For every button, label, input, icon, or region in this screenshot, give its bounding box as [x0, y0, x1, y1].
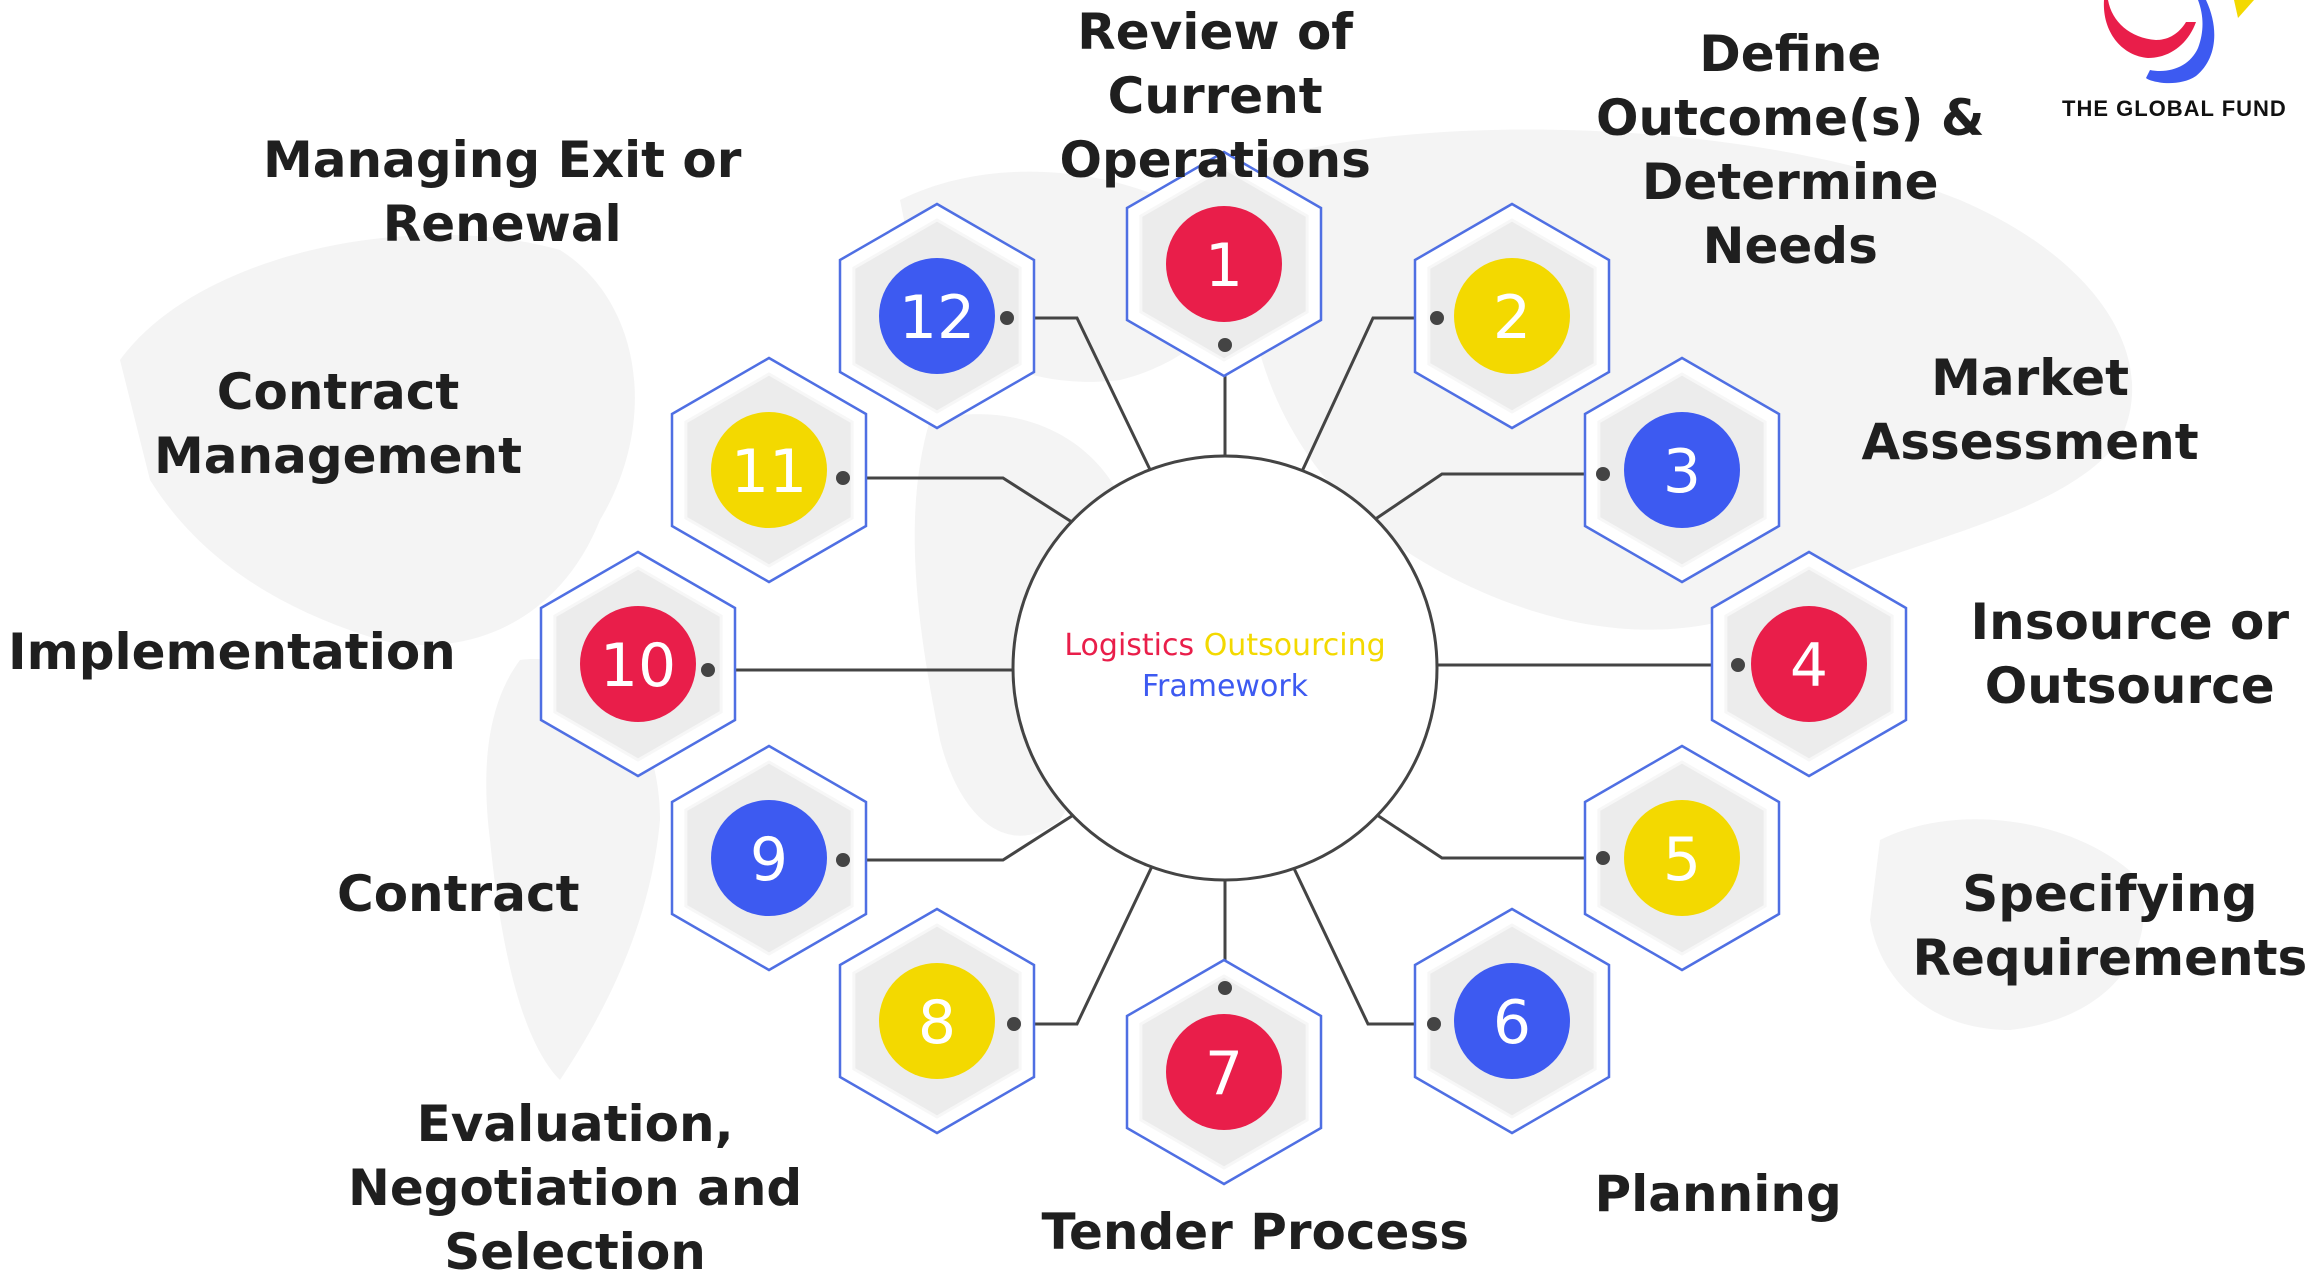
step-number: 5 [1663, 825, 1701, 895]
step-label-line: Requirements [1912, 929, 2308, 987]
center-word-outsourcing: Outsourcing [1204, 628, 1386, 663]
connector-line-6 [1288, 859, 1434, 1026]
number-circle [711, 412, 827, 528]
global-fund-logo-icon [2103, 0, 2254, 84]
step-number: 4 [1790, 631, 1828, 701]
connector-dot [1731, 658, 1745, 672]
step-node-12: 12 [838, 202, 1036, 430]
connector-dot [836, 471, 850, 485]
step-number: 7 [1205, 1039, 1243, 1109]
step-label-line: Management [154, 427, 523, 485]
step-number: 11 [731, 437, 807, 507]
connector-dot [1007, 1017, 1021, 1031]
step-label-6: Planning [1595, 1162, 1842, 1226]
step-label-line: Current [1107, 67, 1323, 125]
number-circle [879, 258, 995, 374]
step-label-line: Planning [1594, 1165, 1842, 1223]
center-word-logistics: Logistics [1064, 628, 1194, 663]
logo-text: THE GLOBAL FUND [2062, 96, 2287, 121]
number-circle [1166, 206, 1282, 322]
connector-dot [1596, 467, 1610, 481]
step-label-line: Outcome(s) & [1596, 89, 1985, 147]
step-node-10: 10 [539, 550, 737, 778]
center-title-line1: Logistics Outsourcing [1064, 628, 1385, 663]
connector-line-9 [843, 812, 1076, 862]
number-circle [1454, 963, 1570, 1079]
step-label-line: Needs [1702, 217, 1878, 275]
step-label-line: Renewal [382, 195, 622, 253]
step-node-1: 1 [1125, 150, 1323, 378]
connector-line-11 [843, 476, 1076, 526]
step-label-9: Contract [337, 862, 579, 926]
step-label-line: Market [1931, 349, 2130, 407]
step-number: 3 [1663, 437, 1701, 507]
step-node-8: 8 [838, 907, 1036, 1135]
step-label-line: Contract [337, 865, 580, 923]
step-node-5: 5 [1583, 744, 1781, 972]
number-circle [1624, 800, 1740, 916]
step-number: 1 [1205, 231, 1243, 301]
step-label-line: Assessment [1861, 413, 2199, 471]
step-label-line: Review of [1077, 3, 1354, 61]
connector-dot [1596, 851, 1610, 865]
step-number: 10 [600, 631, 676, 701]
connector-dot [1218, 338, 1232, 352]
step-number: 9 [750, 825, 788, 895]
step-label-line: Specifying [1962, 865, 2258, 923]
step-label-line: Implementation [8, 623, 456, 681]
step-label-10: Implementation [8, 620, 456, 684]
step-label-line: Selection [444, 1223, 706, 1281]
step-label-line: Contract [216, 363, 460, 421]
step-label-4: Insource or Outsource [1971, 590, 2290, 718]
step-label-12: Managing Exit or Renewal [263, 128, 741, 256]
step-label-line: Define [1699, 25, 1882, 83]
center-title-line2: Framework [1142, 669, 1309, 704]
number-circle [1624, 412, 1740, 528]
connector-line-3 [1373, 472, 1603, 522]
number-circle [1454, 258, 1570, 374]
step-number: 2 [1493, 283, 1531, 353]
number-circle [580, 606, 696, 722]
connector-dot [1218, 981, 1232, 995]
step-label-line: Determine [1641, 153, 1939, 211]
connector-dot [836, 853, 850, 867]
step-label-line: Managing Exit or [263, 131, 742, 189]
connector-line-5 [1373, 811, 1603, 860]
step-number: 12 [899, 283, 975, 353]
number-circle [1751, 606, 1867, 722]
step-node-3: 3 [1583, 356, 1781, 584]
step-label-line: Outsource [1984, 657, 2275, 715]
step-label-line: Negotiation and [348, 1159, 803, 1217]
number-circle [1166, 1014, 1282, 1130]
connector-dot [1000, 311, 1014, 325]
step-node-7: 7 [1125, 958, 1323, 1186]
step-node-9: 9 [670, 744, 868, 972]
step-number: 8 [918, 988, 956, 1058]
step-node-6: 6 [1413, 907, 1611, 1135]
connector-dot [701, 663, 715, 677]
number-circle [879, 963, 995, 1079]
number-circle [711, 800, 827, 916]
connector-dot [1427, 1017, 1441, 1031]
connector-dot [1430, 311, 1444, 325]
step-label-line: Tender Process [1041, 1203, 1469, 1261]
step-label-line: Operations [1059, 131, 1371, 189]
step-node-4: 4 [1710, 550, 1908, 778]
step-label-line: Insource or [1970, 593, 2290, 651]
step-label-line: Evaluation, [416, 1095, 734, 1153]
step-label-7: Tender Process [1042, 1200, 1469, 1264]
step-number: 6 [1493, 988, 1531, 1058]
step-node-11: 11 [670, 356, 868, 584]
step-node-2: 2 [1413, 202, 1611, 430]
